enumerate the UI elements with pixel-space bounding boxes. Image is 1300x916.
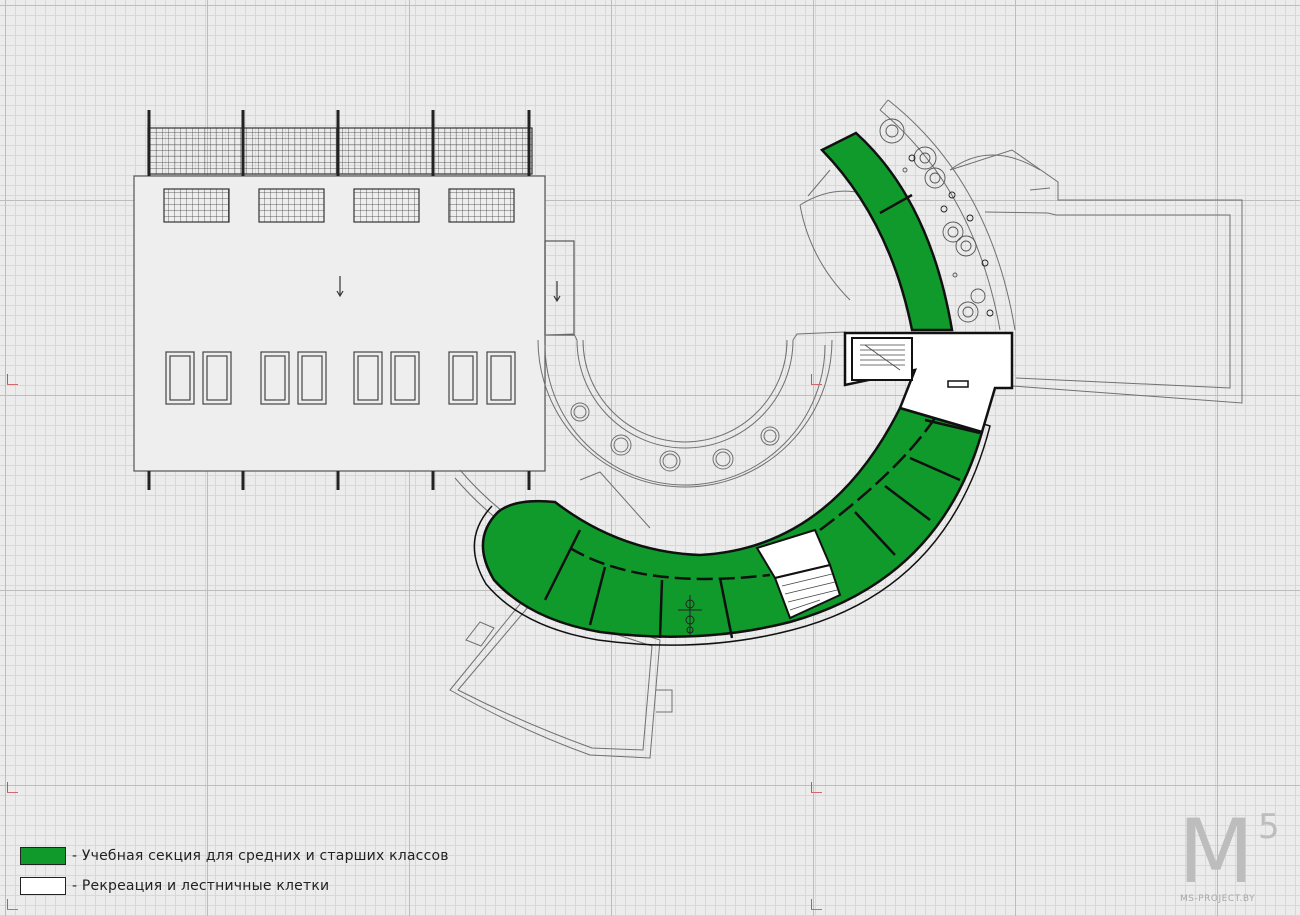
logo-letter: M: [1178, 800, 1254, 903]
legend-swatch-green: [20, 847, 66, 865]
axis-marker: [4, 374, 18, 388]
left-building: [133, 110, 575, 490]
legend-item-recreation: - Рекреация и лестничные клетки: [20, 876, 329, 896]
teaching-section: [473, 131, 991, 646]
logo-number: 5: [1258, 807, 1280, 847]
site-outlines: [449, 99, 1243, 759]
axis-marker: [808, 374, 822, 388]
legend-swatch-white: [20, 877, 66, 895]
legend-item-teaching: - Учебная секция для средних и старших к…: [20, 846, 449, 866]
legend-label-teaching: - Учебная секция для средних и старших к…: [72, 848, 449, 864]
logo-site: MS-PROJECT.BY: [1180, 894, 1256, 904]
recreation-and-stairs: [755, 331, 1014, 620]
axis-marker: [4, 782, 18, 796]
axis-marker: [808, 782, 822, 796]
planting: [879, 118, 994, 323]
legend-label-recreation: - Рекреация и лестничные клетки: [72, 878, 330, 894]
ms-project-logo: M 5 MS-PROJECT.BY: [1178, 808, 1288, 908]
axis-marker: [808, 899, 822, 913]
axis-marker: [4, 899, 18, 913]
